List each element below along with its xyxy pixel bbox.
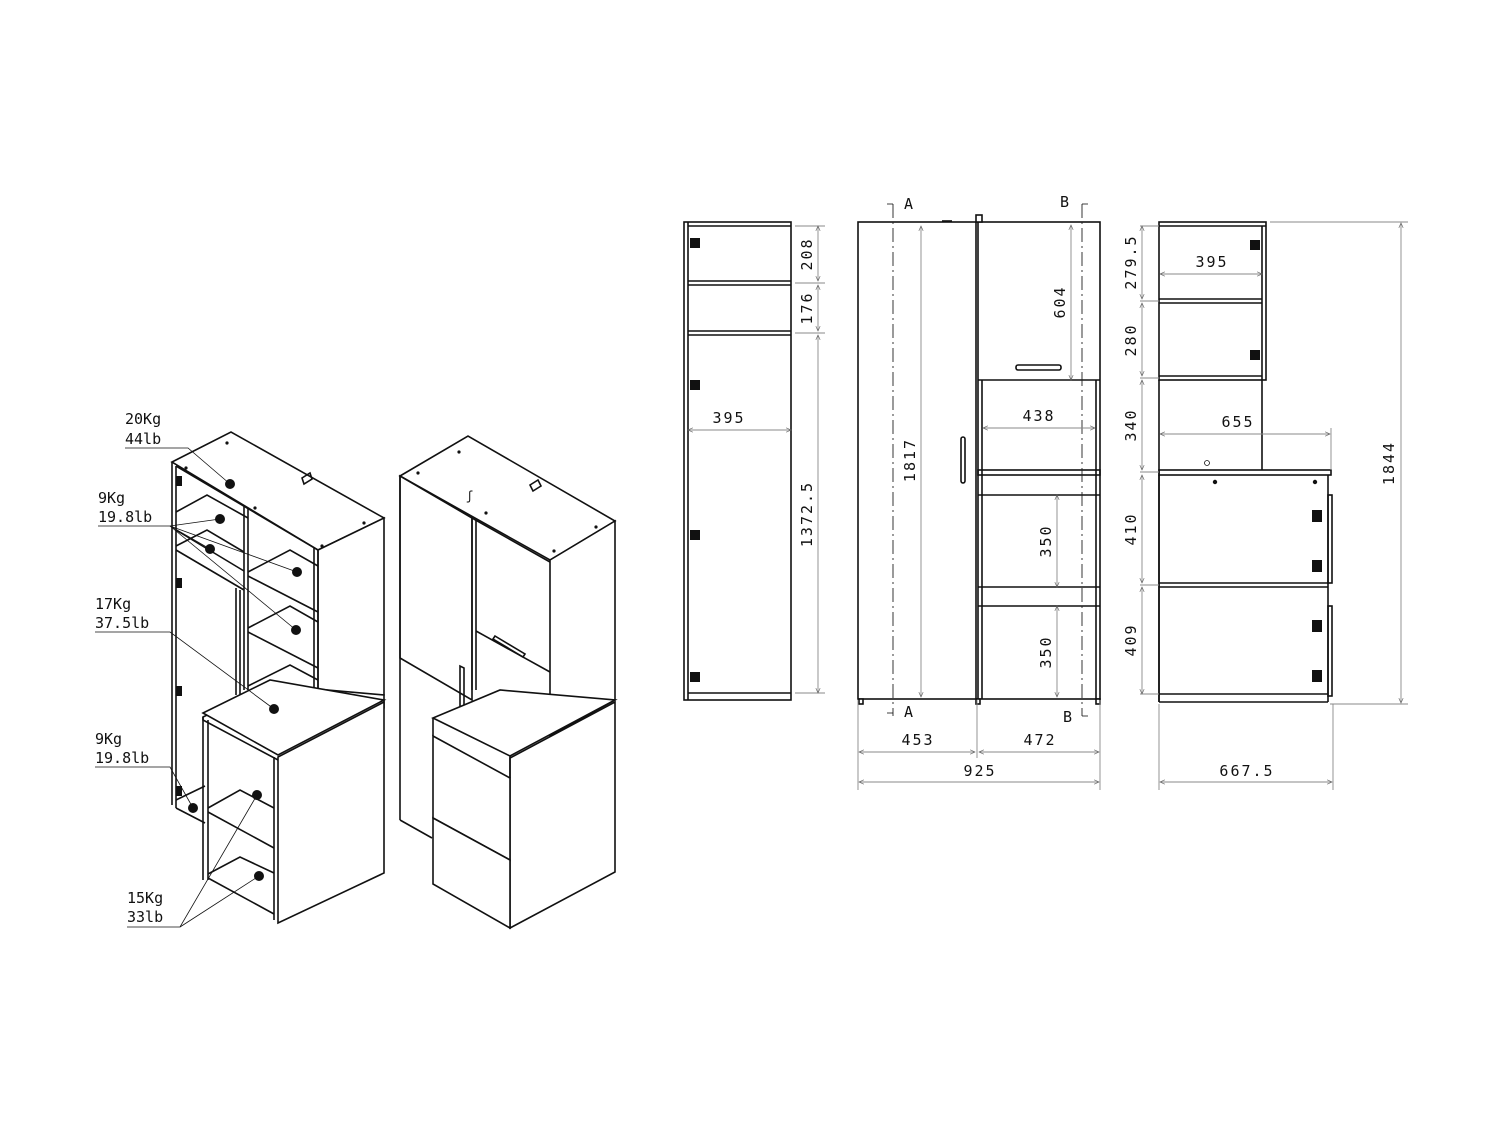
dim-total-height: 1844 [1380,441,1398,485]
section-marker-b-top: B [1060,193,1069,211]
dim-depth: 395 [712,409,745,427]
dim-second-compartment: 176 [798,291,816,324]
load-label-lb: 33lb [127,908,163,926]
dim-niche: 340 [1122,408,1140,441]
side-view-tall-unit [683,221,825,701]
dim-top-compartment: 279.5 [1122,234,1140,289]
dim-left-height: 1817 [901,438,919,482]
load-label-kg: 20Kg [125,410,161,428]
dim-upper-depth: 395 [1195,253,1228,271]
hinge-mark-icon: ʃ [466,489,473,503]
load-label-lb: 44lb [125,430,161,448]
isometric-closed-cabinet: ʃ [398,435,618,930]
dim-second-compartment: 280 [1122,323,1140,356]
load-label-lb: 37.5lb [95,614,149,632]
dim-total-depth: 667.5 [1219,762,1274,780]
section-marker-a-bottom: A [904,703,913,721]
load-label-kg: 17Kg [95,595,131,613]
load-label-kg: 15Kg [127,889,163,907]
dim-upper-door: 604 [1051,285,1069,318]
dim-drawer-2: 409 [1122,623,1140,656]
dim-lower-compartment: 1372.5 [798,481,816,547]
load-label-lb: 19.8lb [98,508,152,526]
load-label-kg: 9Kg [98,489,125,507]
section-marker-b-bottom: B [1063,708,1072,726]
dim-niche-width: 438 [1022,407,1055,425]
load-label-kg: 9Kg [95,730,122,748]
dim-right-width: 472 [1023,731,1056,749]
dim-countertop-depth: 655 [1221,413,1254,431]
dim-total-width: 925 [963,762,996,780]
front-view [857,203,1101,790]
section-marker-a-top: A [904,195,913,213]
load-label-lb: 19.8lb [95,749,149,767]
isometric-open-cabinet [95,431,387,928]
dim-drawer-1: 350 [1037,524,1055,557]
dim-drawer-1: 410 [1122,512,1140,545]
dim-top-compartment: 208 [798,237,816,270]
side-view-combined-unit [1140,221,1408,790]
dim-left-width: 453 [901,731,934,749]
dim-drawer-2: 350 [1037,635,1055,668]
